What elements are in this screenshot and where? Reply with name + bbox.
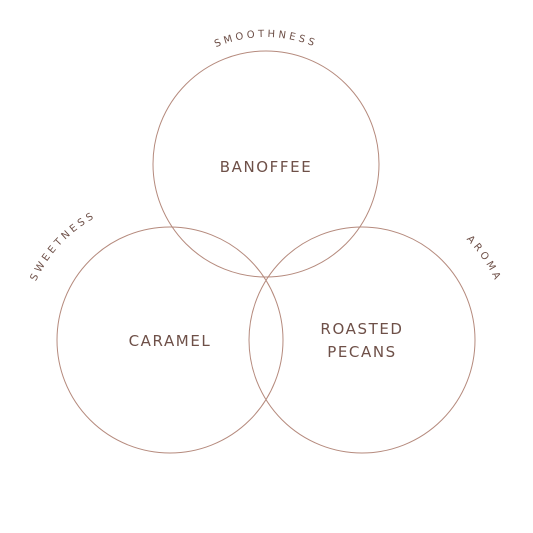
circle-group-caramel: SWEETNESS CARAMEL <box>29 210 284 454</box>
arc-label-sweetness: SWEETNESS <box>29 210 99 283</box>
arc-label-aroma: AROMA <box>464 234 503 285</box>
venn-circle-banoffee <box>152 50 380 278</box>
arc-label-smoothness: SMOOTHNESS <box>213 29 319 50</box>
center-label-caramel: CARAMEL <box>129 332 212 350</box>
venn-circle-roasted-pecans <box>248 226 476 454</box>
venn-circle-caramel <box>56 226 284 454</box>
circle-group-banoffee: SMOOTHNESS BANOFFEE <box>152 29 380 278</box>
center-label-banoffee: BANOFFEE <box>220 158 313 176</box>
center-label-roasted: ROASTED <box>320 320 403 338</box>
circle-group-roasted-pecans: AROMA ROASTED PECANS <box>248 226 503 454</box>
center-label-pecans: PECANS <box>327 343 397 361</box>
